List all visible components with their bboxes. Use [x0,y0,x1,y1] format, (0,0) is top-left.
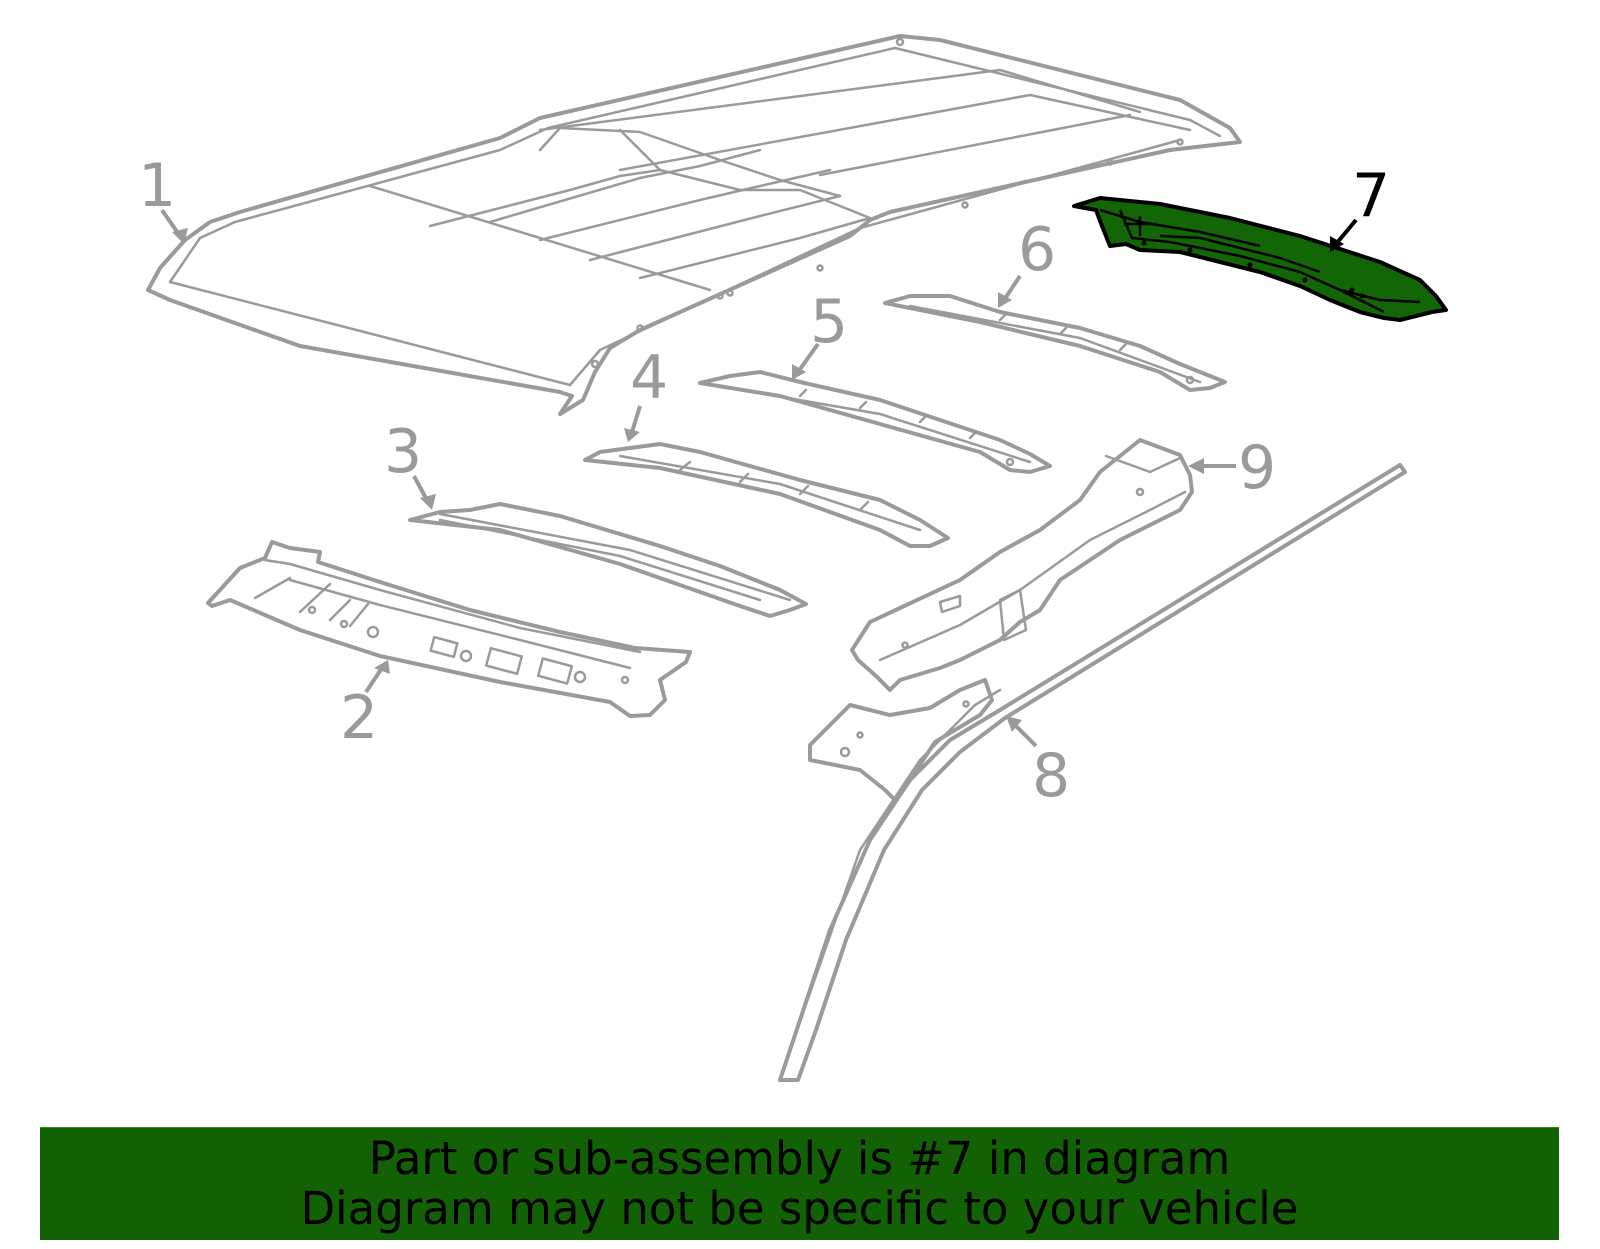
callout-2: 2 [340,683,378,753]
part-7-rear-header-highlighted[interactable] [1072,196,1448,322]
part-2-front-header[interactable] [206,540,692,718]
part-4-roof-bow[interactable] [583,442,950,548]
part-6-roof-bow[interactable] [883,294,1227,392]
banner-line-part-number: Part or sub-assembly is #7 in diagram [368,1132,1231,1185]
part-5-roof-bow[interactable] [698,370,1052,474]
part-3-roof-bow[interactable] [408,502,808,618]
callout-5: 5 [810,287,848,357]
callout-8: 8 [1032,741,1070,811]
part-info-banner: Part or sub-assembly is #7 in diagram Di… [40,1127,1559,1240]
leader-lines [160,208,1358,748]
banner-line-disclaimer: Diagram may not be specific to your vehi… [300,1182,1299,1235]
part-8-roof-rail[interactable] [778,463,1407,1082]
callout-4: 4 [630,343,668,413]
callout-1: 1 [138,151,176,221]
part-9-side-rail[interactable] [850,438,1194,692]
callout-3: 3 [384,417,422,487]
part-1-roof-panel[interactable] [146,34,1242,416]
callout-6: 6 [1018,215,1056,285]
callout-numbers: 1 2 3 4 5 6 7 8 9 [138,151,1390,811]
callout-7: 7 [1352,161,1390,231]
callout-9: 9 [1238,433,1276,503]
